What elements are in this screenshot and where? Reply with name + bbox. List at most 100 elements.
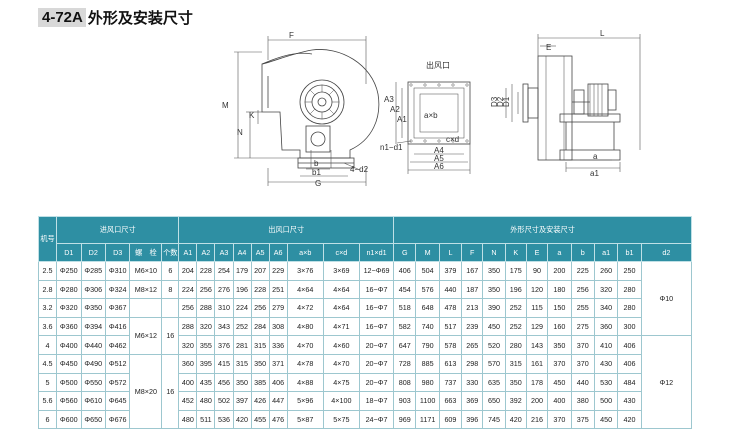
model-number: 4-72A	[38, 7, 86, 27]
table-cell: 530	[593, 372, 619, 393]
table-cell: 406	[617, 353, 642, 374]
page-title: 4-72A 外形及安装尺寸	[38, 6, 193, 28]
table-cell: 280	[617, 279, 642, 300]
table-cell: 252	[504, 316, 527, 337]
table-cell: 225	[570, 261, 595, 281]
table-cell: 511	[196, 409, 216, 430]
table-cell: 440	[570, 372, 595, 393]
table-cell: 476	[268, 409, 288, 430]
table-cell: 5×87	[286, 409, 324, 430]
label-K: K	[249, 111, 255, 120]
machine-number-cell: 3.6	[37, 316, 58, 337]
column-header: a1	[593, 243, 619, 262]
column-header: b1	[617, 243, 642, 262]
label-N: N	[237, 128, 243, 137]
table-cell: Φ600	[56, 409, 82, 430]
column-header: D2	[80, 243, 106, 262]
table-cell: 1100	[415, 391, 440, 411]
table-cell: 390	[482, 298, 506, 318]
table-cell: Φ250	[56, 261, 82, 281]
table-cell: 343	[214, 316, 234, 337]
table-cell: 790	[415, 335, 440, 355]
column-header: E	[525, 243, 549, 262]
table-cell: 484	[617, 372, 642, 393]
table-cell: 454	[393, 279, 417, 300]
table-cell: 288	[196, 298, 216, 318]
table-cell: 371	[268, 353, 288, 374]
label-D2: D2	[496, 96, 505, 107]
table-cell: Φ306	[80, 279, 106, 300]
outlet-title: 出风口	[426, 60, 450, 70]
table-cell: 179	[232, 261, 252, 281]
table-cell: 520	[482, 335, 506, 355]
table-cell: 8	[161, 279, 180, 300]
table-cell: 504	[415, 261, 440, 281]
table-cell: 395	[196, 353, 216, 374]
table-cell: 375	[570, 409, 595, 430]
column-header: F	[461, 243, 484, 262]
table-cell: 298	[461, 353, 484, 374]
label-A4: A4	[434, 146, 444, 155]
column-header: L	[438, 243, 463, 262]
table-cell: 18−Φ7	[358, 391, 395, 411]
table-cell: 207	[250, 261, 270, 281]
table-cell: 426	[250, 391, 270, 411]
table-cell: 4×88	[286, 372, 324, 393]
table-cell: 647	[393, 335, 417, 355]
table-cell: 360	[593, 316, 619, 337]
table-cell: 969	[393, 409, 417, 430]
table-cell: 480	[178, 409, 198, 430]
table-cell: 315	[504, 353, 527, 374]
machine-number-cell: 2.5	[37, 261, 58, 281]
table-cell: 175	[504, 261, 527, 281]
table-cell: 260	[593, 261, 619, 281]
table-cell: 255	[570, 298, 595, 318]
label-A2: A2	[390, 105, 400, 114]
table-cell: 435	[196, 372, 216, 393]
label-A3: A3	[384, 95, 394, 104]
table-cell: 288	[178, 316, 198, 337]
table-cell: Φ462	[104, 335, 131, 355]
table-cell: Φ676	[104, 409, 131, 430]
column-header: n1×d1	[358, 243, 395, 262]
table-cell: 276	[214, 279, 234, 300]
table-cell: 380	[570, 391, 595, 411]
table-cell: 336	[268, 335, 288, 355]
table-cell: 376	[214, 335, 234, 355]
table-cell: Φ367	[104, 298, 131, 318]
table-cell: 808	[393, 372, 417, 393]
table-cell: 650	[482, 391, 506, 411]
table-cell: 315	[232, 353, 252, 374]
table-cell: 536	[214, 409, 234, 430]
header-outlet: 出风口尺寸	[178, 216, 395, 244]
table-cell: 728	[393, 353, 417, 374]
table-cell: 228	[196, 261, 216, 281]
table-cell: 576	[415, 279, 440, 300]
label-cxd: c×d	[446, 135, 459, 144]
label-b: b	[314, 159, 319, 168]
table-cell: Φ416	[104, 316, 131, 337]
table-cell: 196	[504, 279, 527, 300]
table-cell: 450	[593, 409, 619, 430]
header-inlet: 进风口尺寸	[56, 216, 180, 244]
table-cell: 406	[393, 261, 417, 281]
table-cell: 330	[461, 372, 484, 393]
table-cell: 320	[178, 335, 198, 355]
table-cell: 120	[525, 279, 549, 300]
label-a: a	[593, 152, 598, 161]
column-header: K	[504, 243, 527, 262]
merged-cell: Φ12	[640, 335, 693, 430]
table-cell: 4×71	[322, 316, 360, 337]
table-cell: 256	[178, 298, 198, 318]
label-F: F	[289, 31, 294, 40]
table-cell: 200	[525, 391, 549, 411]
column-header: A5	[250, 243, 270, 262]
table-cell: Φ324	[104, 279, 131, 300]
table-cell: 350	[250, 353, 270, 374]
table-cell: 518	[393, 298, 417, 318]
machine-number-cell: 5.6	[37, 391, 58, 411]
front-view-drawing	[234, 36, 380, 186]
machine-number-cell: 6	[37, 409, 58, 430]
